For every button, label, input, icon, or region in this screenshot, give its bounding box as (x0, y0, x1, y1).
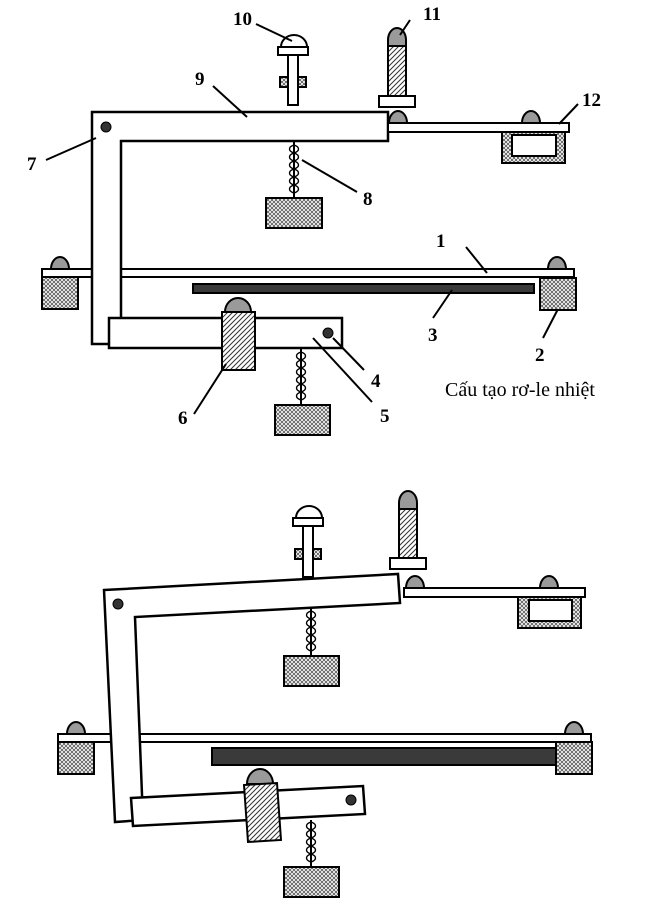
upper-spring (288, 141, 300, 198)
left-rivet-tripped (65, 721, 87, 735)
lower-pivot (322, 327, 334, 339)
label-11: 11 (423, 4, 441, 25)
right-contact-tripped (538, 575, 560, 589)
actuator-tip-tripped (245, 768, 275, 785)
lower-spring-anchor (274, 404, 331, 436)
diagram-caption: Cấu tạo rơ-le nhiệt (445, 379, 595, 401)
label-6: 6 (178, 408, 188, 429)
label-8: 8 (363, 189, 373, 210)
l-lever (90, 110, 390, 346)
left-rivet (49, 256, 71, 270)
label-9: 9 (195, 69, 205, 90)
heating-element (192, 283, 535, 294)
label-1: 1 (436, 231, 446, 252)
reset-button-tripped (389, 490, 427, 570)
label-10: 10 (233, 9, 252, 30)
label-12: 12 (582, 90, 601, 111)
lower-pivot-tripped (345, 794, 357, 806)
left-contact (387, 110, 409, 124)
actuator-block-tripped (242, 781, 283, 844)
label-2: 2 (535, 345, 545, 366)
right-rivet-tripped (563, 721, 585, 735)
relay-tripped-state (57, 490, 593, 898)
label-4: 4 (371, 371, 381, 392)
upper-spring-anchor-tripped (283, 655, 340, 687)
leader-lines (45, 19, 579, 415)
upper-spring-anchor (265, 197, 323, 229)
left-support-tripped (57, 741, 95, 775)
contact-holder-tripped (517, 596, 582, 629)
label-5: 5 (380, 406, 390, 427)
contact-plate-tripped (403, 587, 586, 598)
relay-normal-state: 1 2 3 4 5 6 7 8 9 10 11 12 Cấu tạo rơ-le… (27, 4, 601, 436)
heating-element-tripped (211, 747, 557, 766)
bimetal-strip (41, 268, 575, 278)
right-support-tripped (555, 741, 593, 775)
lever-pivot (100, 121, 112, 133)
lever-pivot-tripped (112, 598, 124, 610)
contact-holder (501, 131, 566, 164)
right-rivet (546, 256, 568, 270)
label-3: 3 (428, 325, 438, 346)
upper-spring-tripped (305, 608, 317, 656)
bimetal-strip-tripped (57, 733, 592, 743)
lower-spring-anchor-tripped (283, 866, 340, 898)
reset-button (378, 27, 416, 108)
right-support-block (539, 277, 577, 311)
left-contact-tripped (404, 575, 426, 589)
actuator-block (221, 311, 256, 371)
lower-spring (295, 348, 307, 405)
label-7: 7 (27, 154, 37, 175)
right-contact (520, 110, 542, 124)
left-support-block (41, 276, 79, 310)
adjust-screw (277, 34, 309, 106)
adjust-screw-tripped (292, 505, 324, 578)
contact-plate (387, 122, 570, 133)
actuator-tip (223, 297, 253, 313)
lower-spring-tripped (305, 820, 317, 867)
